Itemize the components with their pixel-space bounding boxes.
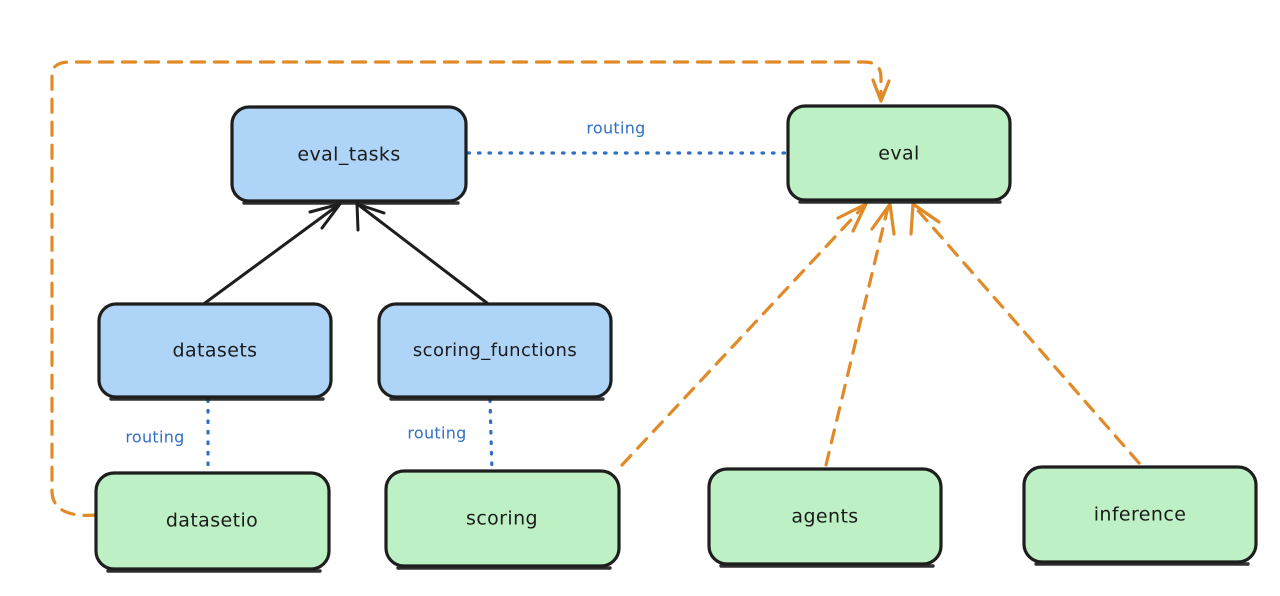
edge-path-scoring_functions-scoring-routing bbox=[488, 398, 494, 474]
edge-path-inference-eval bbox=[913, 205, 1141, 465]
node-label-datasets: datasets bbox=[173, 340, 258, 362]
node-box-agents bbox=[707, 467, 943, 566]
arrowhead-icon-agents-eval bbox=[870, 202, 896, 236]
node-label-scoring_functions: scoring_functions bbox=[413, 340, 577, 361]
node-label-scoring: scoring bbox=[466, 508, 538, 530]
edge-label-routing-datasets-datasetio: routing bbox=[125, 428, 184, 447]
arrowhead-icon-inference-eval bbox=[909, 202, 941, 236]
node-agents[interactable]: agents bbox=[707, 467, 943, 568]
node-box-scoring_functions bbox=[377, 302, 613, 399]
node-box-eval_tasks bbox=[230, 105, 468, 203]
edge-agents-to-eval bbox=[824, 202, 896, 467]
node-label-eval: eval bbox=[878, 143, 919, 165]
edge-scoring-to-eval bbox=[620, 202, 868, 467]
node-box-eval bbox=[786, 104, 1012, 202]
node-scoring_functions[interactable]: scoring_functions bbox=[377, 302, 613, 401]
node-datasets[interactable]: datasets bbox=[97, 302, 333, 401]
node-label-inference: inference bbox=[1094, 504, 1187, 526]
arrowhead-icon-scoring-eval bbox=[836, 202, 868, 233]
node-box-datasetio bbox=[94, 471, 331, 571]
node-datasetio[interactable]: datasetio bbox=[94, 471, 331, 573]
node-label-datasetio: datasetio bbox=[166, 510, 258, 532]
node-scoring[interactable]: scoring bbox=[384, 469, 621, 570]
arrowhead-icon-datasetio-eval bbox=[871, 78, 891, 103]
node-box-inference bbox=[1022, 465, 1258, 564]
node-box-datasets bbox=[97, 302, 333, 399]
node-eval_tasks[interactable]: eval_tasks bbox=[230, 105, 468, 205]
edge-path-agents-eval bbox=[824, 205, 890, 467]
edge-label-routing-scoring_functions-scoring: routing bbox=[407, 424, 466, 443]
edge-path-scoring_functions-eval_tasks bbox=[358, 204, 489, 305]
edge-path-datasets-eval_tasks bbox=[203, 204, 339, 305]
edge-datasets-to-eval_tasks bbox=[203, 202, 342, 305]
node-eval[interactable]: eval bbox=[786, 104, 1012, 204]
edge-datasetio-to-eval bbox=[50, 60, 891, 517]
node-box-scoring bbox=[384, 469, 621, 568]
edge-path-scoring-eval bbox=[620, 205, 865, 467]
node-label-eval_tasks: eval_tasks bbox=[297, 144, 400, 166]
edge-label-routing-eval_tasks-eval: routing bbox=[586, 119, 645, 138]
node-inference[interactable]: inference bbox=[1022, 465, 1258, 566]
edge-path-datasetio-eval bbox=[50, 60, 883, 517]
node-label-agents: agents bbox=[791, 506, 858, 528]
edge-inference-to-eval bbox=[909, 202, 1141, 465]
edge-scoring_functions-to-eval_tasks bbox=[355, 202, 489, 305]
